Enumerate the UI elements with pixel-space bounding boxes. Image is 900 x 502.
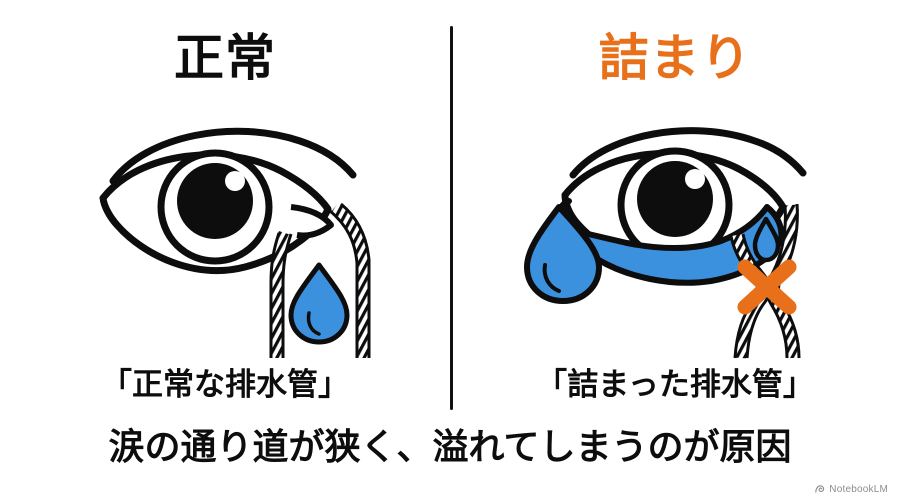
bottom-caption: 涙の通り道が狭く、溢れてしまうのが原因 <box>108 427 792 468</box>
blocked-tear-duct-illustration <box>515 115 825 360</box>
panel-caption-blocked: 「詰まった排水管」 <box>536 367 814 403</box>
notebooklm-label: NotebookLM <box>829 484 888 495</box>
panel-caption-normal: 「正常な排水管」 <box>101 367 349 403</box>
blockage-x-mark <box>737 259 797 315</box>
panel-title-normal: 正常 <box>174 29 276 87</box>
lacrimal-punctum-fold <box>290 204 334 239</box>
panel-title-blocked: 詰まり <box>598 29 752 87</box>
upper-eyelid-arc <box>569 127 807 179</box>
tear-duct-inner-wall-edge-left <box>269 232 281 358</box>
pupil-highlight <box>225 171 245 191</box>
teardrop-shine <box>306 311 321 336</box>
pupil-highlight <box>685 169 705 189</box>
notebooklm-watermark: NotebookLM <box>814 484 888 495</box>
normal-tear-duct-illustration <box>95 115 395 360</box>
panel-divider <box>450 26 453 410</box>
upper-eyelid-arc <box>109 127 357 185</box>
tear-duct-inner-wall-edge-right <box>281 233 293 358</box>
notebooklm-icon <box>814 484 825 495</box>
teardrop-in-duct <box>288 262 350 345</box>
tear-duct-outer-wall-edge-right <box>340 202 371 358</box>
tear-duct-outer-wall-edge-left <box>328 208 359 358</box>
falling-teardrop-shine <box>542 263 561 293</box>
tear-duct-inner-wall <box>270 230 292 358</box>
tear-duct-right-wall-edge-b <box>777 203 801 359</box>
teardrop-in-duct <box>752 216 781 263</box>
tear-duct-outer-wall <box>330 201 370 358</box>
